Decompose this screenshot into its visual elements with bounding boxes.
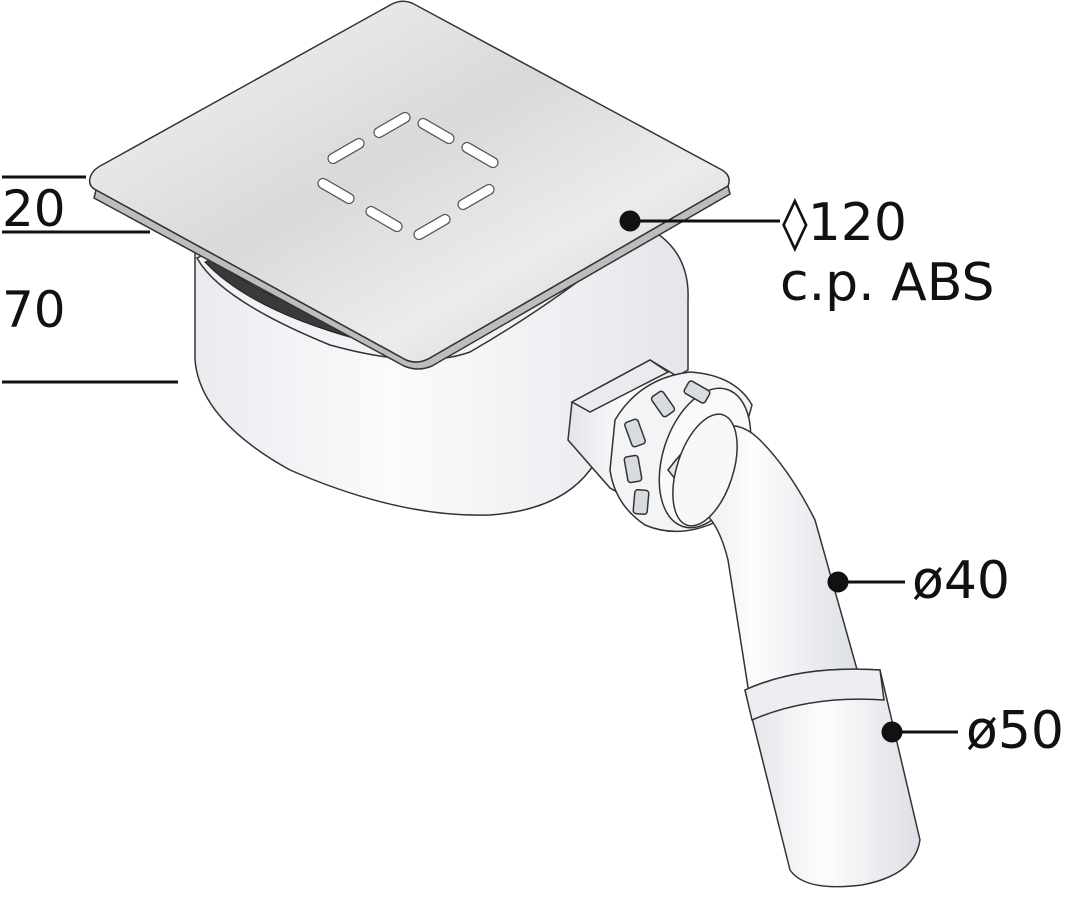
label-grate-size: ◊120 [782, 193, 907, 253]
elbow-pipe [667, 413, 861, 701]
dim-body-height: 70 [2, 281, 66, 339]
grate-edge [93, 184, 731, 370]
square-grate [88, 0, 731, 370]
grate-slot [373, 111, 411, 139]
leader-dot-grate [619, 210, 641, 232]
spigot-top-edge [570, 359, 670, 413]
callout-leaders [619, 210, 958, 743]
leader-dot-outlet-50 [881, 721, 903, 743]
elbow-pipe-inlet [672, 413, 738, 527]
grate-slots [317, 111, 499, 241]
label-outlet-50: ø50 [966, 701, 1064, 761]
grate-slot [317, 177, 355, 205]
grate-slot [461, 141, 499, 169]
union-nut-ribs [623, 380, 711, 516]
grate-slot [457, 183, 495, 211]
height-dimensions [2, 175, 178, 384]
dim-grate-height: 20 [2, 180, 66, 238]
grate-slot [413, 213, 451, 241]
leader-dot-outlet-40 [827, 571, 849, 593]
label-grate-material: c.p. ABS [780, 253, 995, 313]
sleeve-pipe [744, 668, 921, 888]
grate-slot [417, 117, 455, 145]
sleeve-pipe-collar [744, 668, 885, 722]
grate-slot [365, 205, 403, 233]
label-outlet-40: ø40 [912, 551, 1010, 611]
grate-slot [327, 137, 365, 165]
